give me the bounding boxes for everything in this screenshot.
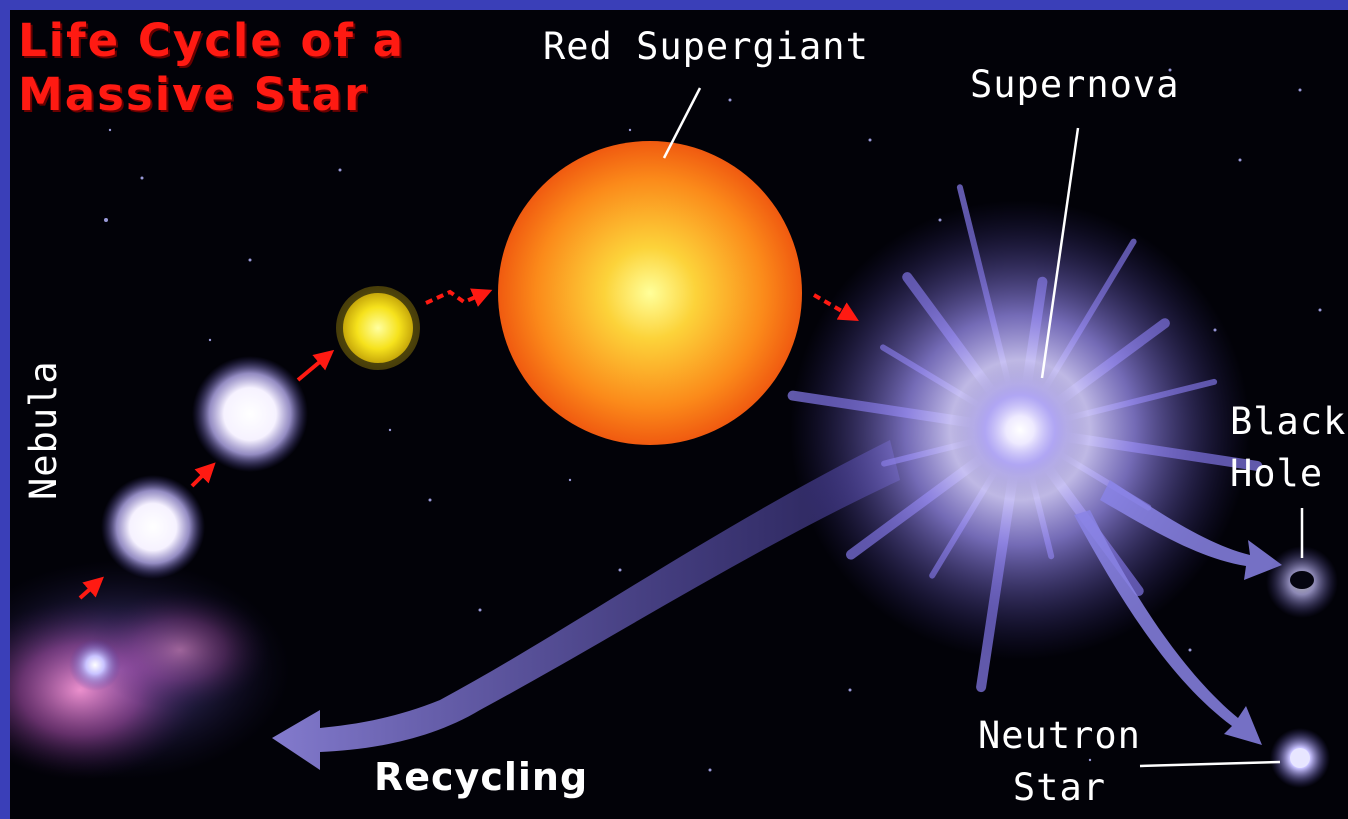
- supernova-burst: [787, 184, 1263, 693]
- label-black-hole-line-2: Hole: [1230, 452, 1324, 495]
- label-neutron-star-line-2: Star: [1012, 766, 1107, 809]
- nebula-cloud: [10, 560, 290, 780]
- label-supernova: Supernova: [970, 63, 1180, 106]
- title-line-2: Massive Star: [18, 68, 369, 121]
- pointer-lines: [662, 87, 1304, 768]
- label-red-supergiant: Red Supergiant: [543, 25, 869, 68]
- recycling-arrow: [272, 440, 900, 770]
- neutron-star-object: [1270, 728, 1330, 788]
- label-recycling: Recycling: [374, 755, 589, 799]
- label-neutron-star-line-1: Neutron: [978, 714, 1141, 757]
- label-neutron-star: Neutron Star: [978, 710, 1141, 814]
- black-hole-object: [1266, 546, 1338, 618]
- star-sequence: [101, 141, 802, 579]
- diagram-title: Life Cycle of a Massive Star: [18, 14, 405, 122]
- sequence-arrows: [78, 288, 859, 600]
- branch-arrows: [1074, 480, 1282, 745]
- title-line-1: Life Cycle of a: [18, 14, 406, 67]
- diagram-canvas: Life Cycle of a Massive Star Red Supergi…: [10, 10, 1348, 819]
- label-black-hole: Black Hole: [1230, 396, 1346, 500]
- label-black-hole-line-1: Black: [1230, 400, 1347, 443]
- label-nebula: Nebula: [22, 360, 65, 500]
- scene-graphic: [10, 68, 1338, 788]
